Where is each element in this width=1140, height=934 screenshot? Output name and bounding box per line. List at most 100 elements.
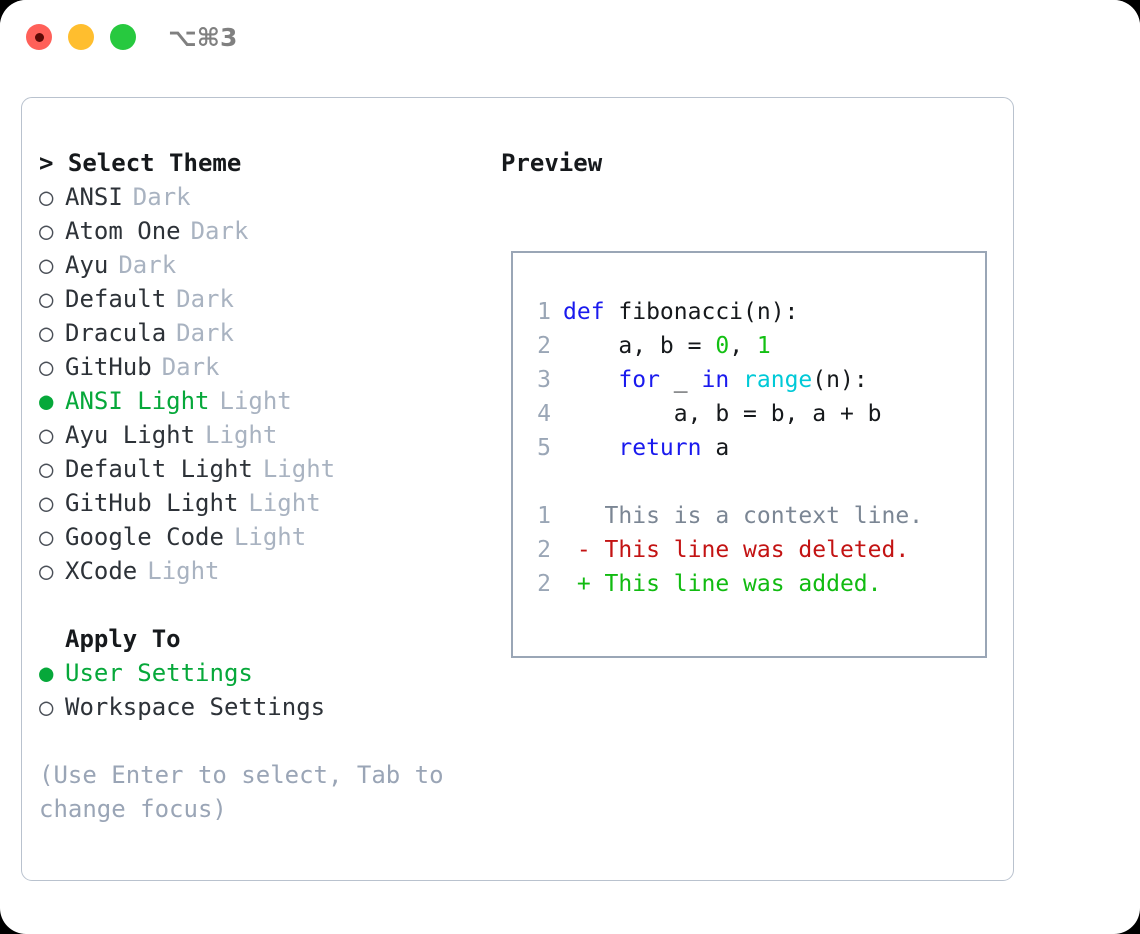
line-number: 2: [537, 537, 551, 563]
code-token: ,: [729, 333, 757, 359]
theme-name: Ayu: [65, 251, 109, 279]
code-line: 2 - This line was deleted.: [525, 533, 923, 567]
theme-option-5[interactable]: ○ GitHub Dark: [39, 350, 479, 384]
code-line: 1 This is a context line.: [525, 499, 923, 533]
maximize-dot-icon[interactable]: [110, 24, 136, 50]
radio-unselected-icon: ○: [39, 319, 54, 347]
apply-to-option-1[interactable]: ○ Workspace Settings: [39, 690, 479, 724]
line-number: 4: [537, 401, 551, 427]
code-token: [563, 367, 618, 393]
radio-selected-icon: ●: [39, 387, 54, 415]
code-token: [563, 435, 618, 461]
keyboard-hint-text: (Use Enter to select, Tab to change focu…: [39, 761, 444, 823]
code-token: return: [618, 435, 702, 461]
theme-option-1[interactable]: ○ Atom One Dark: [39, 214, 479, 248]
keyboard-shortcut-label: ⌥⌘3: [168, 23, 238, 52]
preview-label: Preview: [501, 149, 603, 177]
radio-unselected-icon: ○: [39, 251, 54, 279]
theme-variant-badge: Light: [248, 489, 321, 517]
code-line: 2 a, b = 0, 1: [525, 329, 923, 363]
theme-variant-badge: Light: [147, 557, 220, 585]
apply-to-option-0[interactable]: ●User Settings: [39, 656, 479, 690]
theme-option-11[interactable]: ○ XCode Light: [39, 554, 479, 588]
radio-unselected-icon: ○: [39, 455, 54, 483]
code-token: a, b =: [563, 333, 716, 359]
theme-variant-badge: Dark: [190, 217, 249, 245]
code-token: for: [618, 367, 660, 393]
radio-unselected-icon: ○: [39, 285, 54, 313]
theme-variant-badge: Dark: [118, 251, 177, 279]
theme-name: GitHub: [65, 353, 152, 381]
radio-unselected-icon: ○: [39, 557, 54, 585]
theme-variant-badge: Dark: [161, 353, 220, 381]
radio-selected-icon: ●: [39, 659, 54, 687]
radio-unselected-icon: ○: [39, 523, 54, 551]
theme-option-0[interactable]: ○ ANSI Dark: [39, 180, 479, 214]
code-token: [729, 367, 743, 393]
apply-to-name: Workspace Settings: [65, 693, 326, 721]
code-token: a: [701, 435, 730, 461]
radio-unselected-icon: ○: [39, 489, 54, 517]
code-token: This is a context line.: [563, 503, 924, 529]
theme-name: ANSI Light: [65, 387, 210, 415]
theme-name: Dracula: [65, 319, 167, 347]
theme-option-7[interactable]: ○ Ayu Light Light: [39, 418, 479, 452]
theme-variant-badge: Dark: [176, 319, 234, 347]
close-dot-icon[interactable]: [26, 24, 52, 50]
code-line: 4 a, b = b, a + b: [525, 397, 923, 431]
code-token: range: [743, 367, 813, 393]
code-token: 0: [715, 333, 730, 359]
theme-option-6[interactable]: ● ANSI Light Light: [39, 384, 479, 418]
theme-variant-badge: Light: [233, 523, 307, 551]
line-number: 1: [537, 299, 551, 325]
title-bar: ⌥⌘3: [0, 0, 1140, 78]
theme-variant-badge: Light: [205, 421, 278, 449]
code-token: a, b = b, a + b: [563, 401, 882, 427]
theme-option-4[interactable]: ○ Dracula Dark: [39, 316, 479, 350]
theme-variant-badge: Dark: [132, 183, 191, 211]
theme-option-2[interactable]: ○ Ayu Dark: [39, 248, 479, 282]
code-token: (n):: [812, 367, 868, 393]
theme-name: GitHub Light: [65, 489, 239, 517]
line-number: 2: [537, 571, 551, 597]
code-token: fibonacci(n):: [618, 299, 799, 325]
code-token: + This line was added.: [563, 571, 882, 597]
theme-name: XCode: [65, 557, 138, 585]
radio-unselected-icon: ○: [39, 421, 54, 449]
line-number: 3: [537, 367, 551, 393]
theme-name: ANSI: [65, 183, 123, 211]
theme-variant-badge: Light: [219, 387, 292, 415]
theme-name: Default: [65, 285, 167, 313]
theme-name: Ayu Light: [65, 421, 196, 449]
line-number: 2: [537, 333, 551, 359]
window-controls: [26, 24, 136, 50]
theme-name: Atom One: [65, 217, 181, 245]
apply-to-list: ●User Settings ○ Workspace Settings: [39, 656, 479, 724]
radio-unselected-icon: ○: [39, 183, 54, 211]
code-line: 5 return a: [525, 431, 923, 465]
code-line: 2 + This line was added.: [525, 567, 923, 601]
theme-name: Default Light: [65, 455, 253, 483]
radio-unselected-icon: ○: [39, 353, 54, 381]
radio-unselected-icon: ○: [39, 693, 54, 721]
theme-option-8[interactable]: ○ Default Light Light: [39, 452, 479, 486]
theme-variant-badge: Light: [262, 455, 336, 483]
code-token: in: [701, 367, 730, 393]
theme-option-9[interactable]: ○ GitHub Light Light: [39, 486, 479, 520]
code-token: _: [659, 367, 702, 393]
code-token: 1: [756, 333, 771, 359]
radio-unselected-icon: ○: [39, 217, 54, 245]
select-theme-heading: > Select Theme: [39, 149, 242, 177]
minimize-dot-icon[interactable]: [68, 24, 94, 50]
line-number: 5: [537, 435, 551, 461]
code-token: - This line was deleted.: [563, 537, 910, 563]
